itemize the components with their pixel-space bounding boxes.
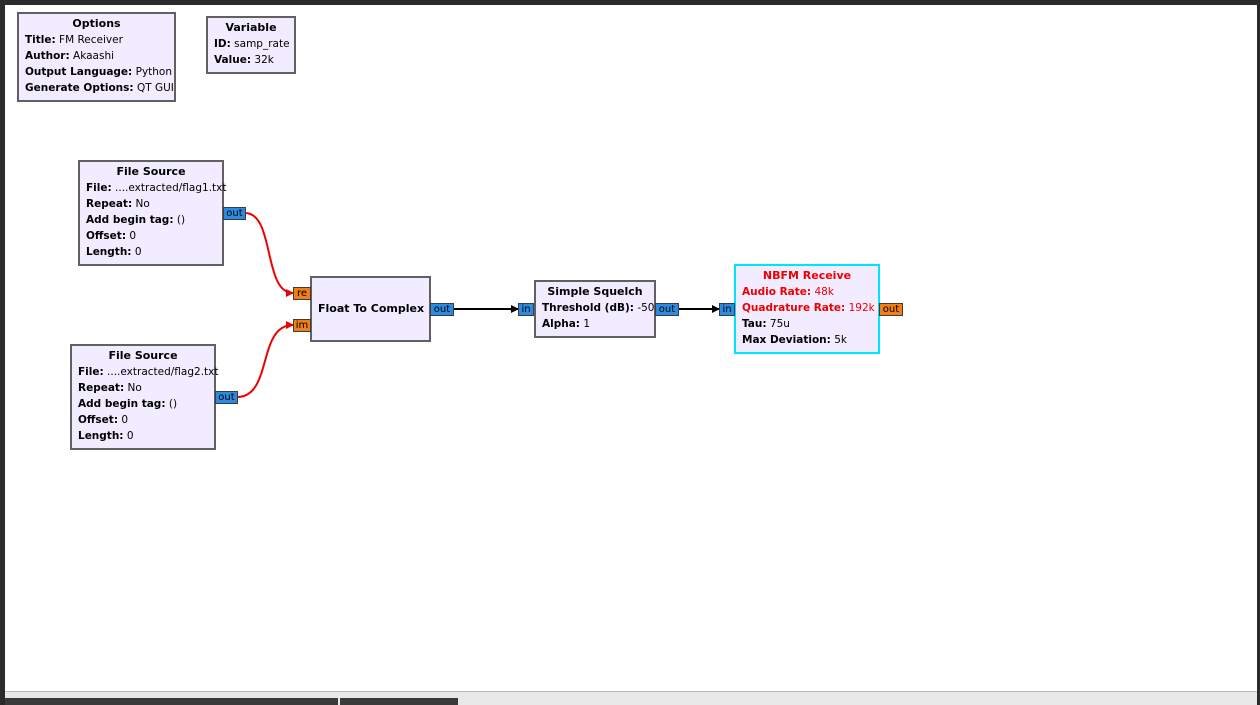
file-source-1-out-port[interactable]: out: [223, 207, 246, 220]
param-row: Add begin tag: (): [78, 398, 178, 410]
connection-layer: [236, 212, 720, 398]
nbfm-receive-out-port[interactable]: out: [879, 303, 903, 316]
param-row: Tau: 75u: [742, 318, 790, 330]
param-row: Offset: 0: [86, 230, 137, 242]
block-title: Float To Complex: [318, 302, 425, 315]
param-row: File: ....extracted/flag2.txt: [78, 366, 219, 378]
connection-file-source-1-to-re[interactable]: [244, 212, 294, 297]
nbfm-receive-block[interactable]: NBFM Receive Audio Rate: 48k Quadrature …: [734, 264, 880, 354]
options-block[interactable]: Options Title: FM Receiver Author: Akaas…: [17, 12, 176, 102]
float-to-complex-block[interactable]: Float To Complex: [310, 276, 431, 342]
param-row: Title: FM Receiver: [25, 34, 123, 46]
param-row: Max Deviation: 5k: [742, 334, 847, 346]
float-to-complex-re-port[interactable]: re: [293, 287, 311, 300]
panel-tab-strip: [340, 698, 458, 705]
param-row: ID: samp_rate: [214, 38, 290, 50]
param-row: Alpha: 1: [542, 318, 591, 330]
panel-tab-strip: [5, 698, 338, 705]
param-row: Generate Options: QT GUI: [25, 82, 174, 94]
file-source-1-block[interactable]: File Source File: ....extracted/flag1.tx…: [78, 160, 227, 266]
flowgraph-canvas[interactable]: Options Title: FM Receiver Author: Akaas…: [5, 5, 1257, 691]
block-title: Simple Squelch: [547, 285, 643, 298]
simple-squelch-in-port[interactable]: in: [518, 303, 534, 316]
variable-block[interactable]: Variable ID: samp_rate Value: 32k: [206, 16, 296, 74]
param-row-error: Quadrature Rate: 192k: [742, 302, 875, 314]
file-source-2-out-port[interactable]: out: [215, 391, 238, 404]
simple-squelch-out-port[interactable]: out: [655, 303, 679, 316]
block-title: Variable: [225, 21, 277, 34]
simple-squelch-block[interactable]: Simple Squelch Threshold (dB): -50 Alpha…: [534, 280, 656, 338]
param-row: Repeat: No: [78, 382, 142, 394]
param-row: Length: 0: [78, 430, 134, 442]
block-title: NBFM Receive: [762, 269, 852, 282]
param-row: Output Language: Python: [25, 66, 173, 78]
param-row: Add begin tag: (): [86, 214, 186, 226]
block-title: File Source: [108, 349, 178, 362]
float-to-complex-out-port[interactable]: out: [430, 303, 454, 316]
param-row: Author: Akaashi: [25, 50, 115, 62]
param-row: File: ....extracted/flag1.txt: [86, 182, 227, 194]
param-row: Length: 0: [86, 246, 142, 258]
bottom-panel-edge: [5, 691, 1257, 705]
param-row: Threshold (dB): -50: [542, 302, 655, 314]
block-title: Options: [72, 17, 121, 30]
connection-file-source-2-to-im[interactable]: [236, 321, 294, 398]
param-row: Offset: 0: [78, 414, 129, 426]
block-title: File Source: [116, 165, 186, 178]
file-source-2-block[interactable]: File Source File: ....extracted/flag2.tx…: [70, 344, 219, 450]
param-row: Value: 32k: [214, 54, 274, 66]
float-to-complex-im-port[interactable]: im: [293, 319, 311, 332]
param-row-error: Audio Rate: 48k: [742, 286, 834, 298]
nbfm-receive-in-port[interactable]: in: [719, 303, 735, 316]
param-row: Repeat: No: [86, 198, 150, 210]
